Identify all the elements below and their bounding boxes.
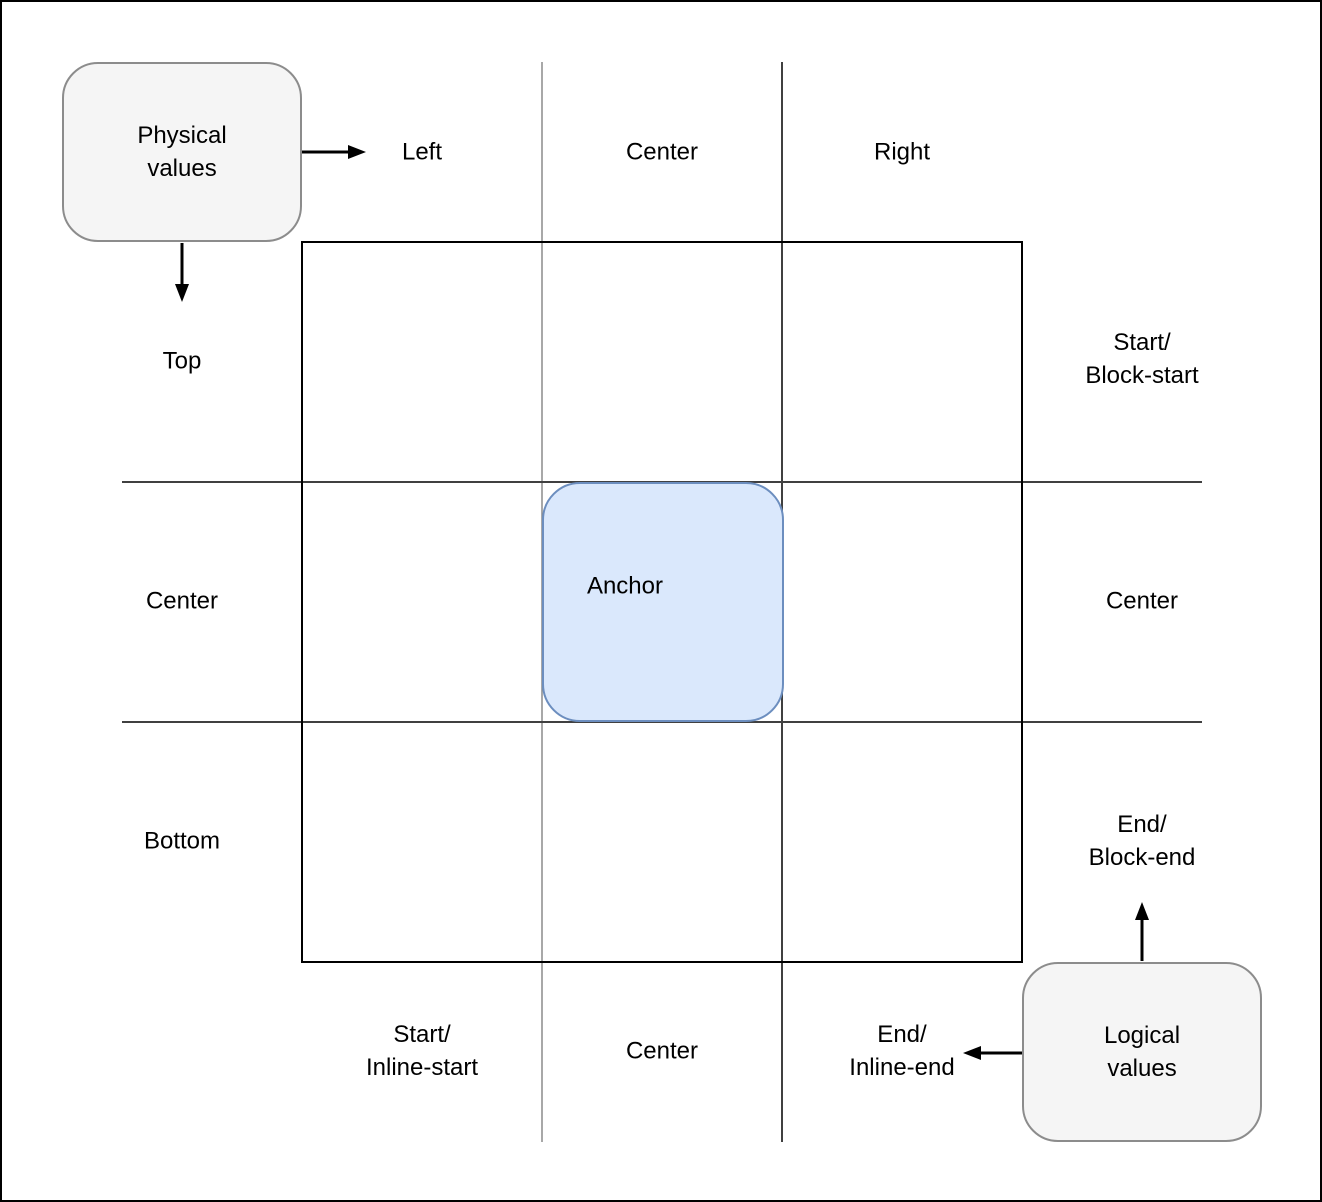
bottom-label-inline-start: Start/ Inline-start — [365, 1021, 479, 1081]
top-label-left: Left — [401, 138, 443, 166]
right-label-block-end: End/ Block-end — [1088, 811, 1196, 871]
logical-values-box: Logical values — [1022, 962, 1262, 1142]
grid-inner-square — [301, 241, 1023, 963]
arrow-logical-to-block-end — [1135, 902, 1149, 961]
top-label-right: Right — [873, 138, 931, 166]
left-label-bottom: Bottom — [143, 827, 221, 855]
right-label-center: Center — [1105, 587, 1179, 615]
physical-values-label: Physical values — [137, 122, 227, 182]
right-label-block-start: Start/ Block-start — [1085, 329, 1199, 389]
arrow-physical-to-left — [302, 145, 366, 159]
logical-values-label: Logical values — [1103, 1022, 1181, 1082]
arrow-physical-to-top — [175, 243, 189, 302]
bottom-label-center: Center — [625, 1037, 699, 1065]
left-label-top: Top — [162, 347, 202, 375]
physical-values-box: Physical values — [62, 62, 302, 242]
anchor-label: Anchor — [586, 572, 663, 599]
left-label-center: Center — [145, 587, 219, 615]
anchor-box: Anchor — [542, 482, 784, 722]
top-label-center: Center — [625, 138, 699, 166]
arrow-logical-to-inline-end — [963, 1046, 1022, 1060]
bottom-label-inline-end: End/ Inline-end — [849, 1021, 955, 1081]
